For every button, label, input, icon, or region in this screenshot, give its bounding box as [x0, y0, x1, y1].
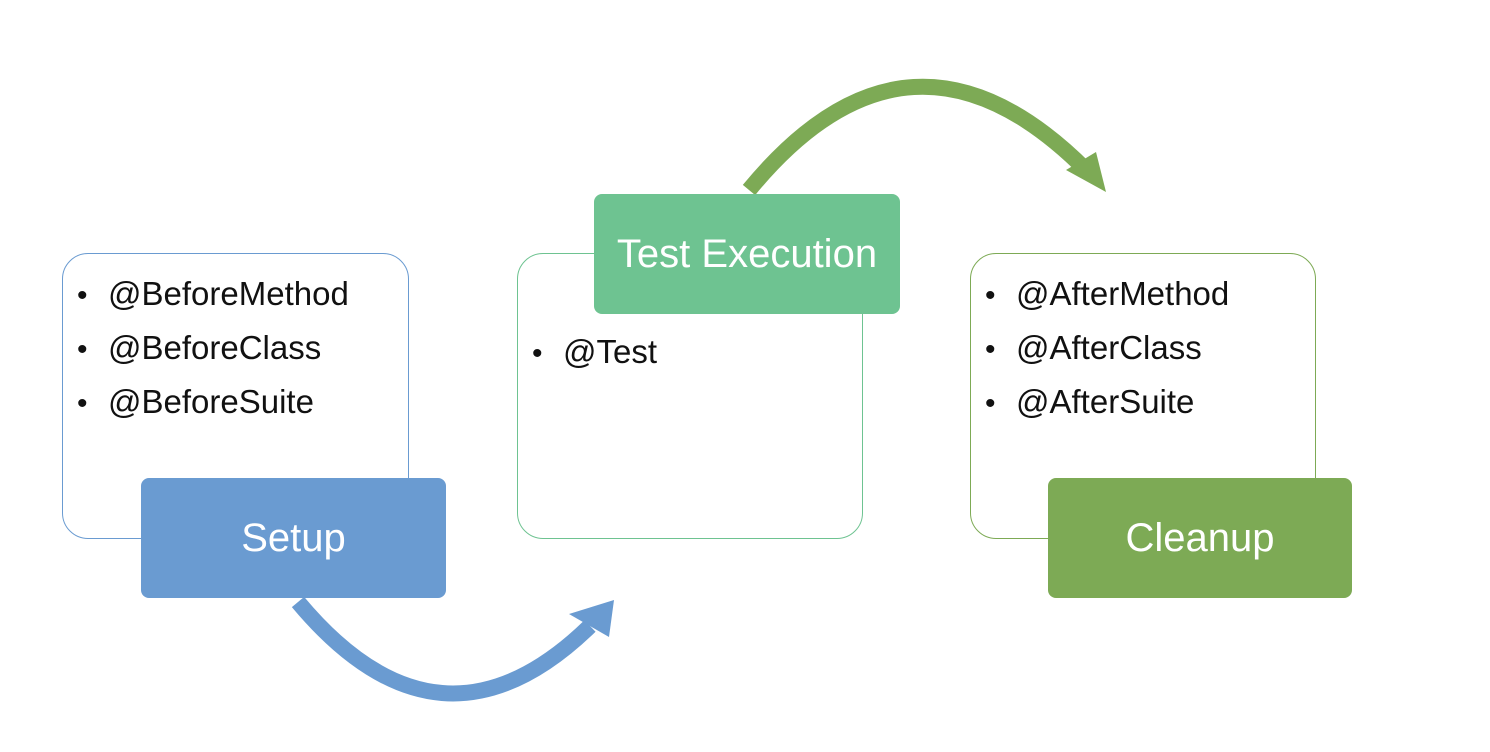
- annotation-item: @Test: [532, 326, 657, 380]
- test-execution-label-box: Test Execution: [594, 194, 900, 314]
- annotation-item: @AfterSuite: [985, 376, 1229, 430]
- cleanup-label-box: Cleanup: [1048, 478, 1352, 598]
- cleanup-annotation-list: @AfterMethod @AfterClass @AfterSuite: [985, 268, 1229, 430]
- arrow-test-execution-to-cleanup: [742, 78, 1106, 196]
- annotation-item: @AfterMethod: [985, 268, 1229, 322]
- arrow-shaft: [291, 596, 596, 702]
- arrow-shaft: [742, 78, 1092, 196]
- arrow-head: [569, 600, 614, 637]
- annotation-item: @BeforeClass: [77, 322, 349, 376]
- arrow-setup-to-test-execution: [291, 596, 614, 702]
- annotation-item: @BeforeSuite: [77, 376, 349, 430]
- arrow-head: [1066, 152, 1106, 192]
- test-execution-annotation-list: @Test: [532, 326, 657, 380]
- setup-label-box: Setup: [141, 478, 446, 598]
- annotation-item: @AfterClass: [985, 322, 1229, 376]
- annotation-item: @BeforeMethod: [77, 268, 349, 322]
- setup-annotation-panel: @BeforeMethod @BeforeClass @BeforeSuite: [62, 253, 409, 539]
- setup-annotation-list: @BeforeMethod @BeforeClass @BeforeSuite: [77, 268, 349, 430]
